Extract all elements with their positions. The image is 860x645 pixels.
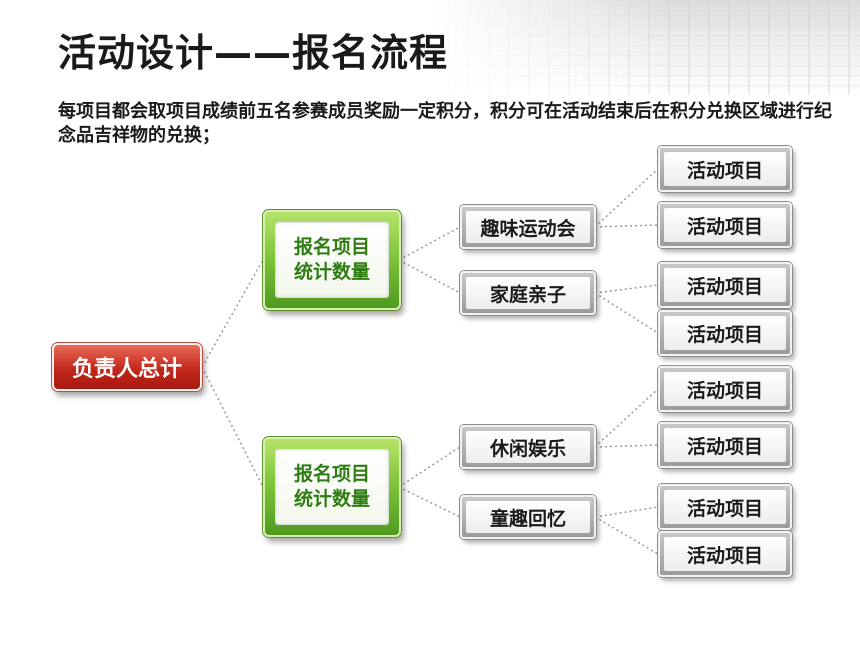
activity-node: 活动项目 [658, 262, 792, 308]
group-node-1-label: 报名项目 统计数量 [275, 222, 389, 298]
connector-cat4-act1 [594, 506, 659, 518]
activity-node: 活动项目 [658, 422, 792, 468]
activity-node-label: 活动项目 [664, 428, 786, 462]
connector-cat2-act1 [594, 284, 659, 294]
activity-node-label: 活动项目 [664, 268, 786, 302]
connector-cat2-act2 [594, 292, 659, 334]
group-node-2-line2: 统计数量 [293, 488, 370, 510]
root-node: 负责人总计 [52, 343, 202, 391]
connector-cat1-act2 [594, 224, 659, 228]
category-node-label: 休闲娱乐 [466, 431, 590, 463]
connector-group1-cat1 [398, 226, 461, 261]
connector-group2-cat1 [398, 446, 461, 488]
activity-node: 活动项目 [658, 366, 792, 412]
activity-node: 活动项目 [658, 531, 792, 577]
connector-group2-cat2 [398, 486, 461, 518]
page-title: 活动设计——报名流程 [58, 31, 449, 75]
group-node-2: 报名项目 统计数量 [263, 437, 401, 537]
activity-node-label: 活动项目 [664, 372, 786, 406]
category-node-label: 童趣回忆 [466, 501, 590, 533]
category-node-label: 家庭亲子 [466, 277, 590, 309]
group-node-1-line1: 报名项目 [293, 236, 370, 258]
connector-group1-cat2 [398, 259, 461, 294]
page-description: 每项目都会取项目成绩前五名参赛成员奖励一定积分，积分可在活动结束后在积分兑换区域… [58, 101, 832, 146]
category-node-label: 趣味运动会 [466, 211, 590, 243]
group-node-2-line1: 报名项目 [293, 463, 370, 485]
activity-node-label: 活动项目 [664, 490, 786, 524]
activity-node: 活动项目 [658, 310, 792, 356]
connector-root-group2 [201, 366, 264, 488]
category-node-childhood: 童趣回忆 [460, 495, 596, 539]
group-node-2-label: 报名项目 统计数量 [275, 449, 389, 525]
category-node-leisure: 休闲娱乐 [460, 425, 596, 469]
stadium-background-decoration [430, 0, 860, 95]
category-node-fun-sports: 趣味运动会 [460, 205, 596, 249]
activity-node-label: 活动项目 [664, 208, 786, 242]
activity-node-label: 活动项目 [664, 152, 786, 186]
activity-node-label: 活动项目 [664, 316, 786, 350]
group-node-1-line2: 统计数量 [293, 261, 370, 283]
connector-cat1-act1 [594, 168, 659, 228]
activity-node: 活动项目 [658, 146, 792, 192]
connector-cat3-act2 [594, 444, 659, 448]
activity-node: 活动项目 [658, 484, 792, 530]
activity-node: 活动项目 [658, 202, 792, 248]
activity-node-label: 活动项目 [664, 537, 786, 571]
category-node-family: 家庭亲子 [460, 271, 596, 315]
group-node-1: 报名项目 统计数量 [263, 210, 401, 310]
connector-root-group1 [201, 259, 264, 368]
connector-cat4-act2 [594, 516, 659, 555]
connector-cat3-act1 [594, 388, 659, 448]
